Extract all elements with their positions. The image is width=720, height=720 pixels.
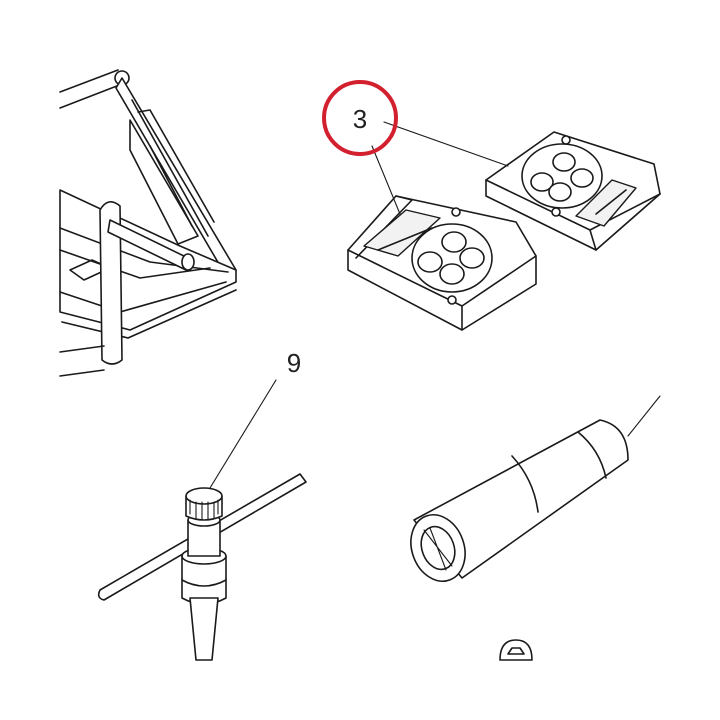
insert-left	[347, 195, 537, 331]
socket-wrench	[410, 395, 661, 582]
callout-3: 3	[353, 104, 367, 134]
leader-line-3b	[383, 121, 509, 167]
insert-right	[485, 131, 661, 251]
callout-9: 9	[287, 348, 301, 378]
highlight-circle	[322, 80, 398, 156]
tap-wrench	[97, 473, 307, 661]
leader-line-3a	[371, 145, 401, 215]
screw-head	[499, 639, 533, 661]
tool-stand-frame	[59, 69, 237, 377]
leader-line-9	[209, 379, 277, 489]
